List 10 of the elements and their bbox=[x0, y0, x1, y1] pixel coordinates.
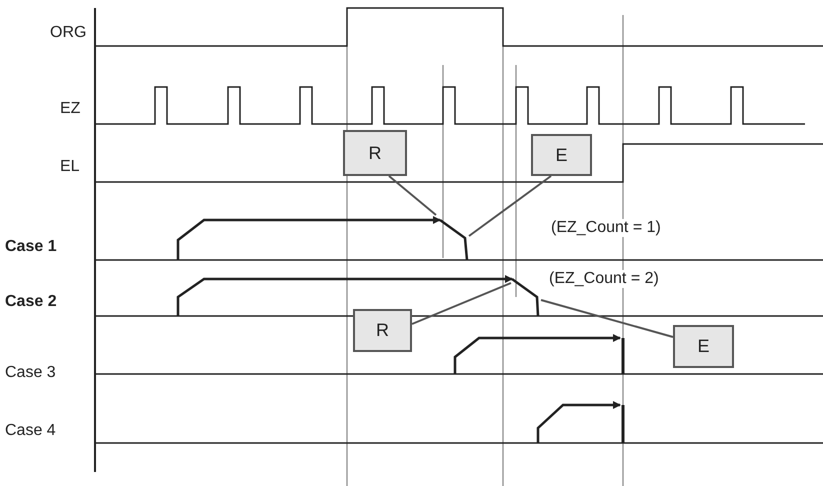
count-note: (EZ_Count = 1) bbox=[551, 219, 661, 237]
leader-line bbox=[468, 175, 552, 237]
callout-box: R bbox=[343, 130, 407, 176]
leader-line bbox=[540, 299, 674, 338]
count-note: (EZ_Count = 2) bbox=[549, 270, 659, 288]
callout-box: E bbox=[531, 134, 592, 176]
leader-line bbox=[412, 282, 512, 325]
leader-line bbox=[388, 175, 437, 216]
callout-box: E bbox=[673, 325, 734, 368]
callout-box: R bbox=[353, 309, 412, 352]
